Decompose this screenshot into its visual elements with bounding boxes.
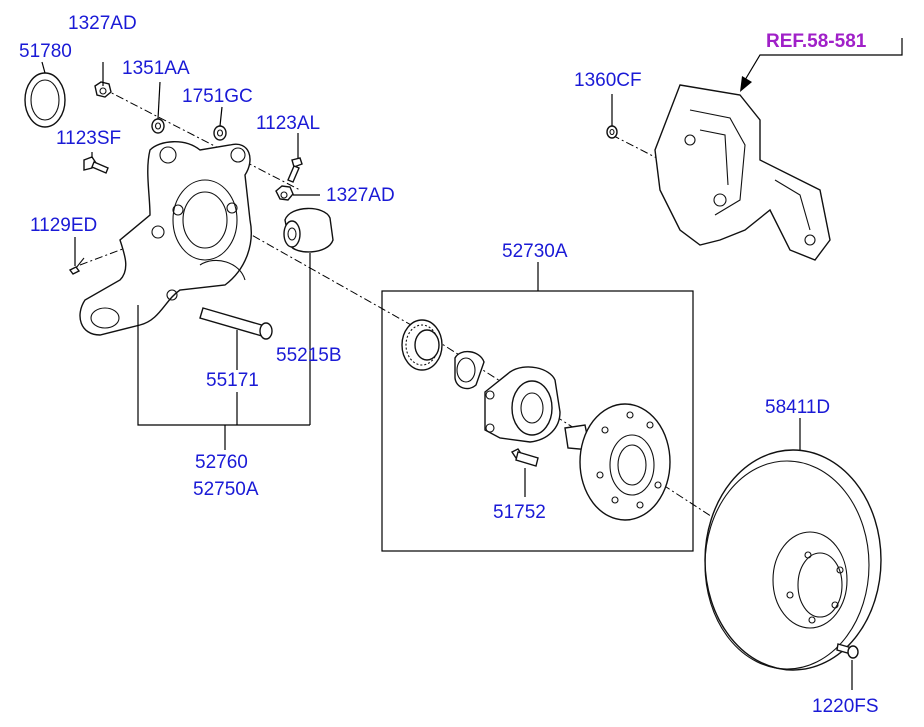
- label-1327AD-right: 1327AD: [326, 185, 395, 206]
- hub-seal: [454, 351, 485, 390]
- pin-55171: [199, 307, 273, 340]
- washer-1751GC: [213, 125, 227, 141]
- label-51752: 51752: [493, 502, 546, 523]
- screw-1220FS: [836, 643, 859, 659]
- wheel-bolt-51752: [510, 448, 539, 467]
- label-52750A: 52750A: [193, 479, 259, 500]
- label-1123AL: 1123AL: [256, 113, 320, 134]
- leader-lines: [41, 38, 903, 690]
- label-1360CF: 1360CF: [574, 70, 642, 91]
- nut-1327AD-top: [94, 81, 112, 98]
- label-55215B: 55215B: [276, 345, 342, 366]
- label-52730A: 52730A: [502, 241, 568, 262]
- label-58411D: 58411D: [765, 397, 830, 418]
- label-1129ED: 1129ED: [30, 215, 97, 236]
- washer-1360CF: [606, 125, 618, 139]
- bearing-housing: [484, 366, 561, 443]
- hub-flange: [564, 403, 671, 521]
- nut-1327AD-right: [275, 185, 294, 201]
- caliper-carrier: [654, 84, 831, 261]
- rear-knuckle: [79, 141, 252, 336]
- label-55171: 55171: [206, 370, 259, 391]
- label-1751GC: 1751GC: [182, 86, 253, 107]
- label-1327AD-top: 1327AD: [68, 13, 137, 34]
- label-1220FS: 1220FS: [812, 696, 879, 717]
- label-51780: 51780: [19, 41, 72, 62]
- bolt-1123AL: [287, 157, 303, 183]
- label-52760: 52760: [195, 452, 248, 473]
- seal-ring-51780: [24, 72, 66, 128]
- label-reference: REF.58-581: [766, 31, 867, 52]
- brake-rotor: [704, 449, 882, 671]
- bushing-55215B: [283, 207, 334, 253]
- screw-1129ED: [68, 257, 85, 275]
- bolt-1123SF: [83, 156, 109, 174]
- label-1351AA: 1351AA: [122, 58, 190, 79]
- tone-wheel: [401, 319, 443, 371]
- label-1123SF: 1123SF: [56, 128, 121, 149]
- washer-1351AA: [151, 118, 165, 134]
